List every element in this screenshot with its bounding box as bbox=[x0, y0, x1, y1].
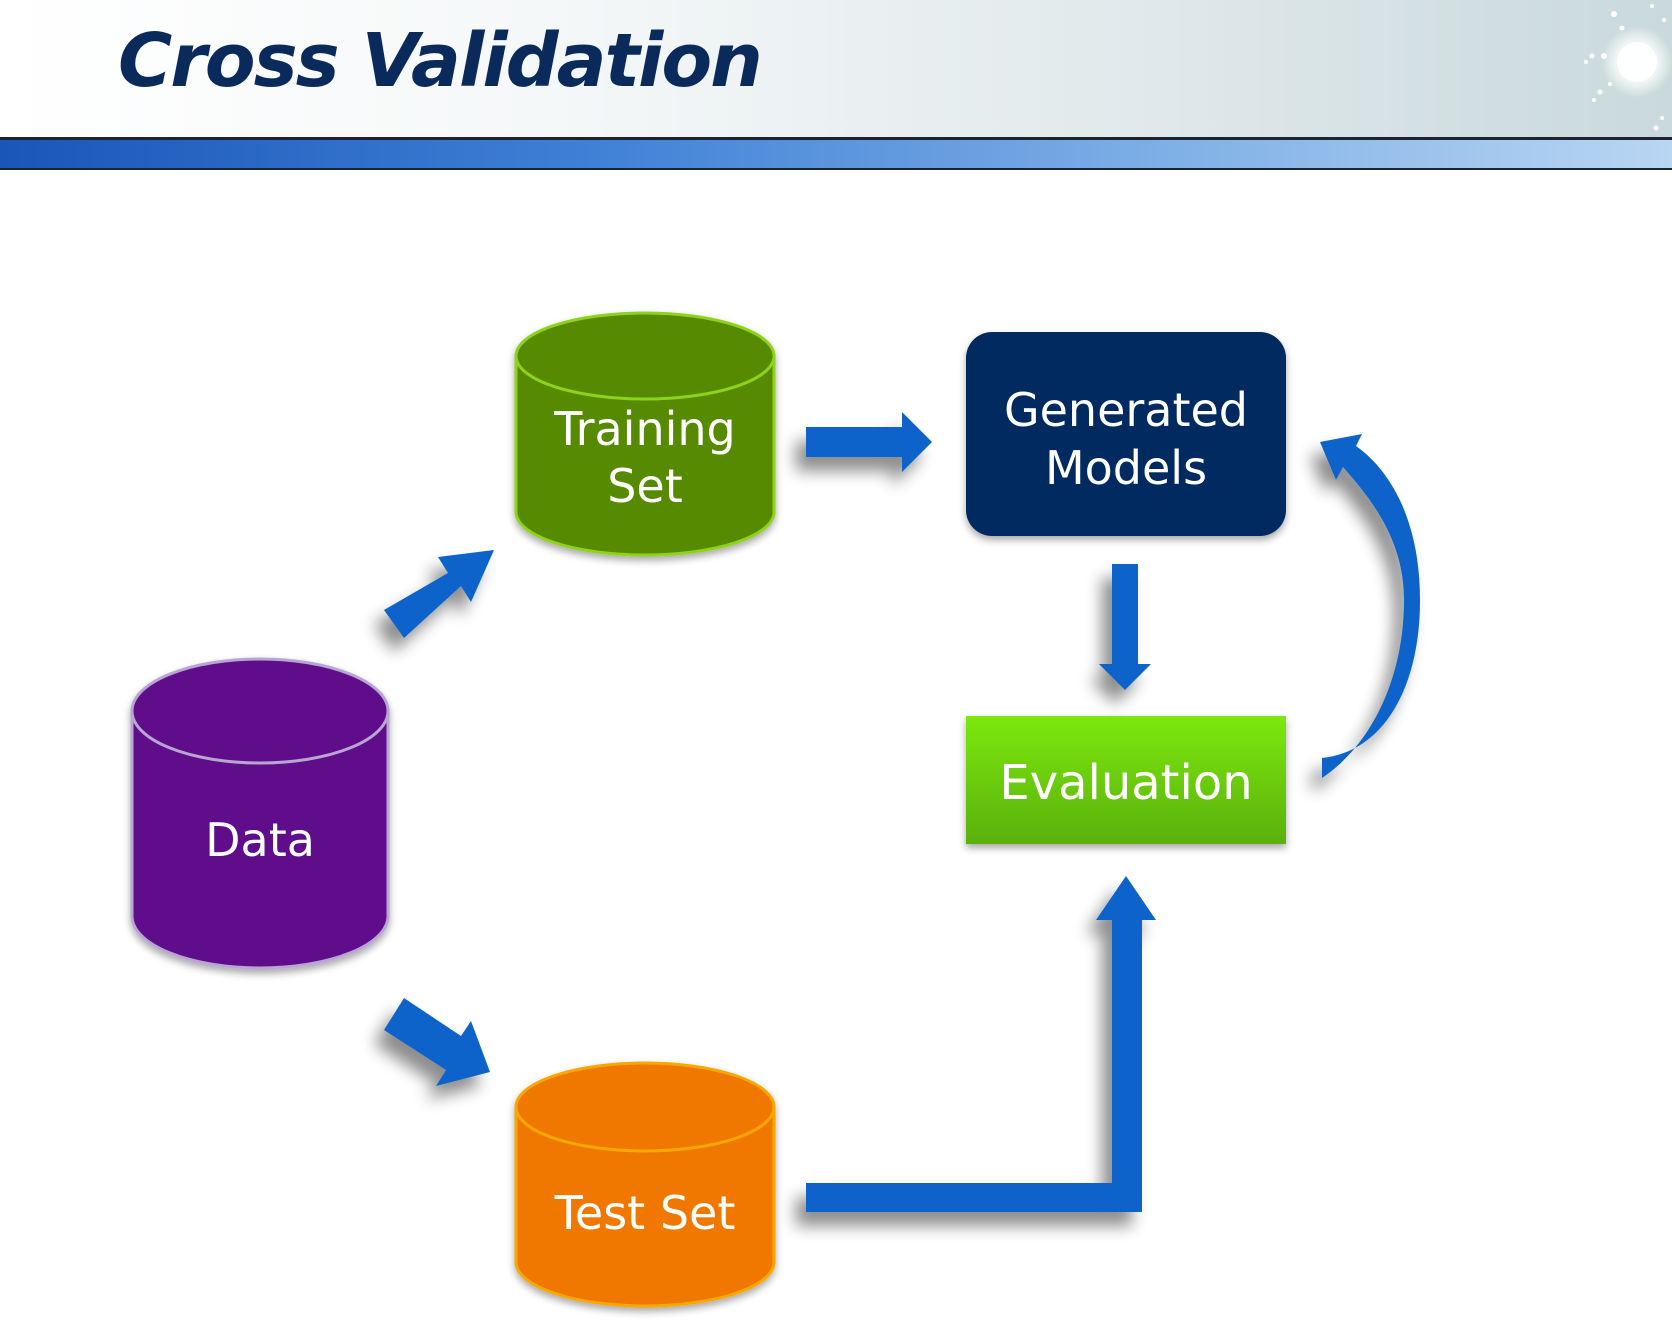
data-cylinder-body bbox=[130, 709, 390, 970]
training-cylinder-top bbox=[514, 311, 776, 401]
training-set-cylinder: Training Set bbox=[514, 311, 776, 557]
data-cylinder-top bbox=[130, 657, 390, 765]
arrow-data-to-test bbox=[384, 998, 490, 1086]
header-divider-bottom bbox=[0, 168, 1672, 170]
test-cylinder-top bbox=[514, 1061, 776, 1153]
arrow-training-to-models bbox=[806, 412, 932, 472]
arrow-test-to-evaluation bbox=[806, 876, 1156, 1212]
arrow-data-to-training bbox=[384, 550, 494, 638]
slide-title: Cross Validation bbox=[118, 18, 763, 104]
generated-models-box: Generated Models bbox=[966, 332, 1286, 536]
arrow-models-to-evaluation bbox=[1099, 564, 1151, 690]
training-label-line1: Training bbox=[553, 402, 736, 456]
header-divider bbox=[0, 137, 1672, 140]
header-accent-band bbox=[0, 140, 1672, 168]
data-cylinder: Data bbox=[130, 657, 390, 970]
training-cylinder-body bbox=[514, 354, 776, 557]
sparkle-logo-icon bbox=[1584, 4, 1672, 131]
evaluation-box-shape bbox=[966, 716, 1286, 844]
models-box-shape bbox=[966, 332, 1286, 536]
test-label: Test Set bbox=[554, 1186, 736, 1240]
models-label-line1: Generated bbox=[1004, 383, 1248, 437]
test-cylinder-body bbox=[514, 1105, 776, 1308]
evaluation-label: Evaluation bbox=[999, 755, 1252, 811]
evaluation-box: Evaluation bbox=[966, 716, 1286, 844]
models-label-line2: Models bbox=[1045, 441, 1207, 495]
slide-header: Cross Validation bbox=[0, 0, 1672, 138]
arrow-evaluation-to-models bbox=[1320, 434, 1420, 778]
data-label: Data bbox=[205, 813, 315, 867]
test-set-cylinder: Test Set bbox=[514, 1061, 776, 1308]
training-label-line2: Set bbox=[607, 459, 683, 513]
